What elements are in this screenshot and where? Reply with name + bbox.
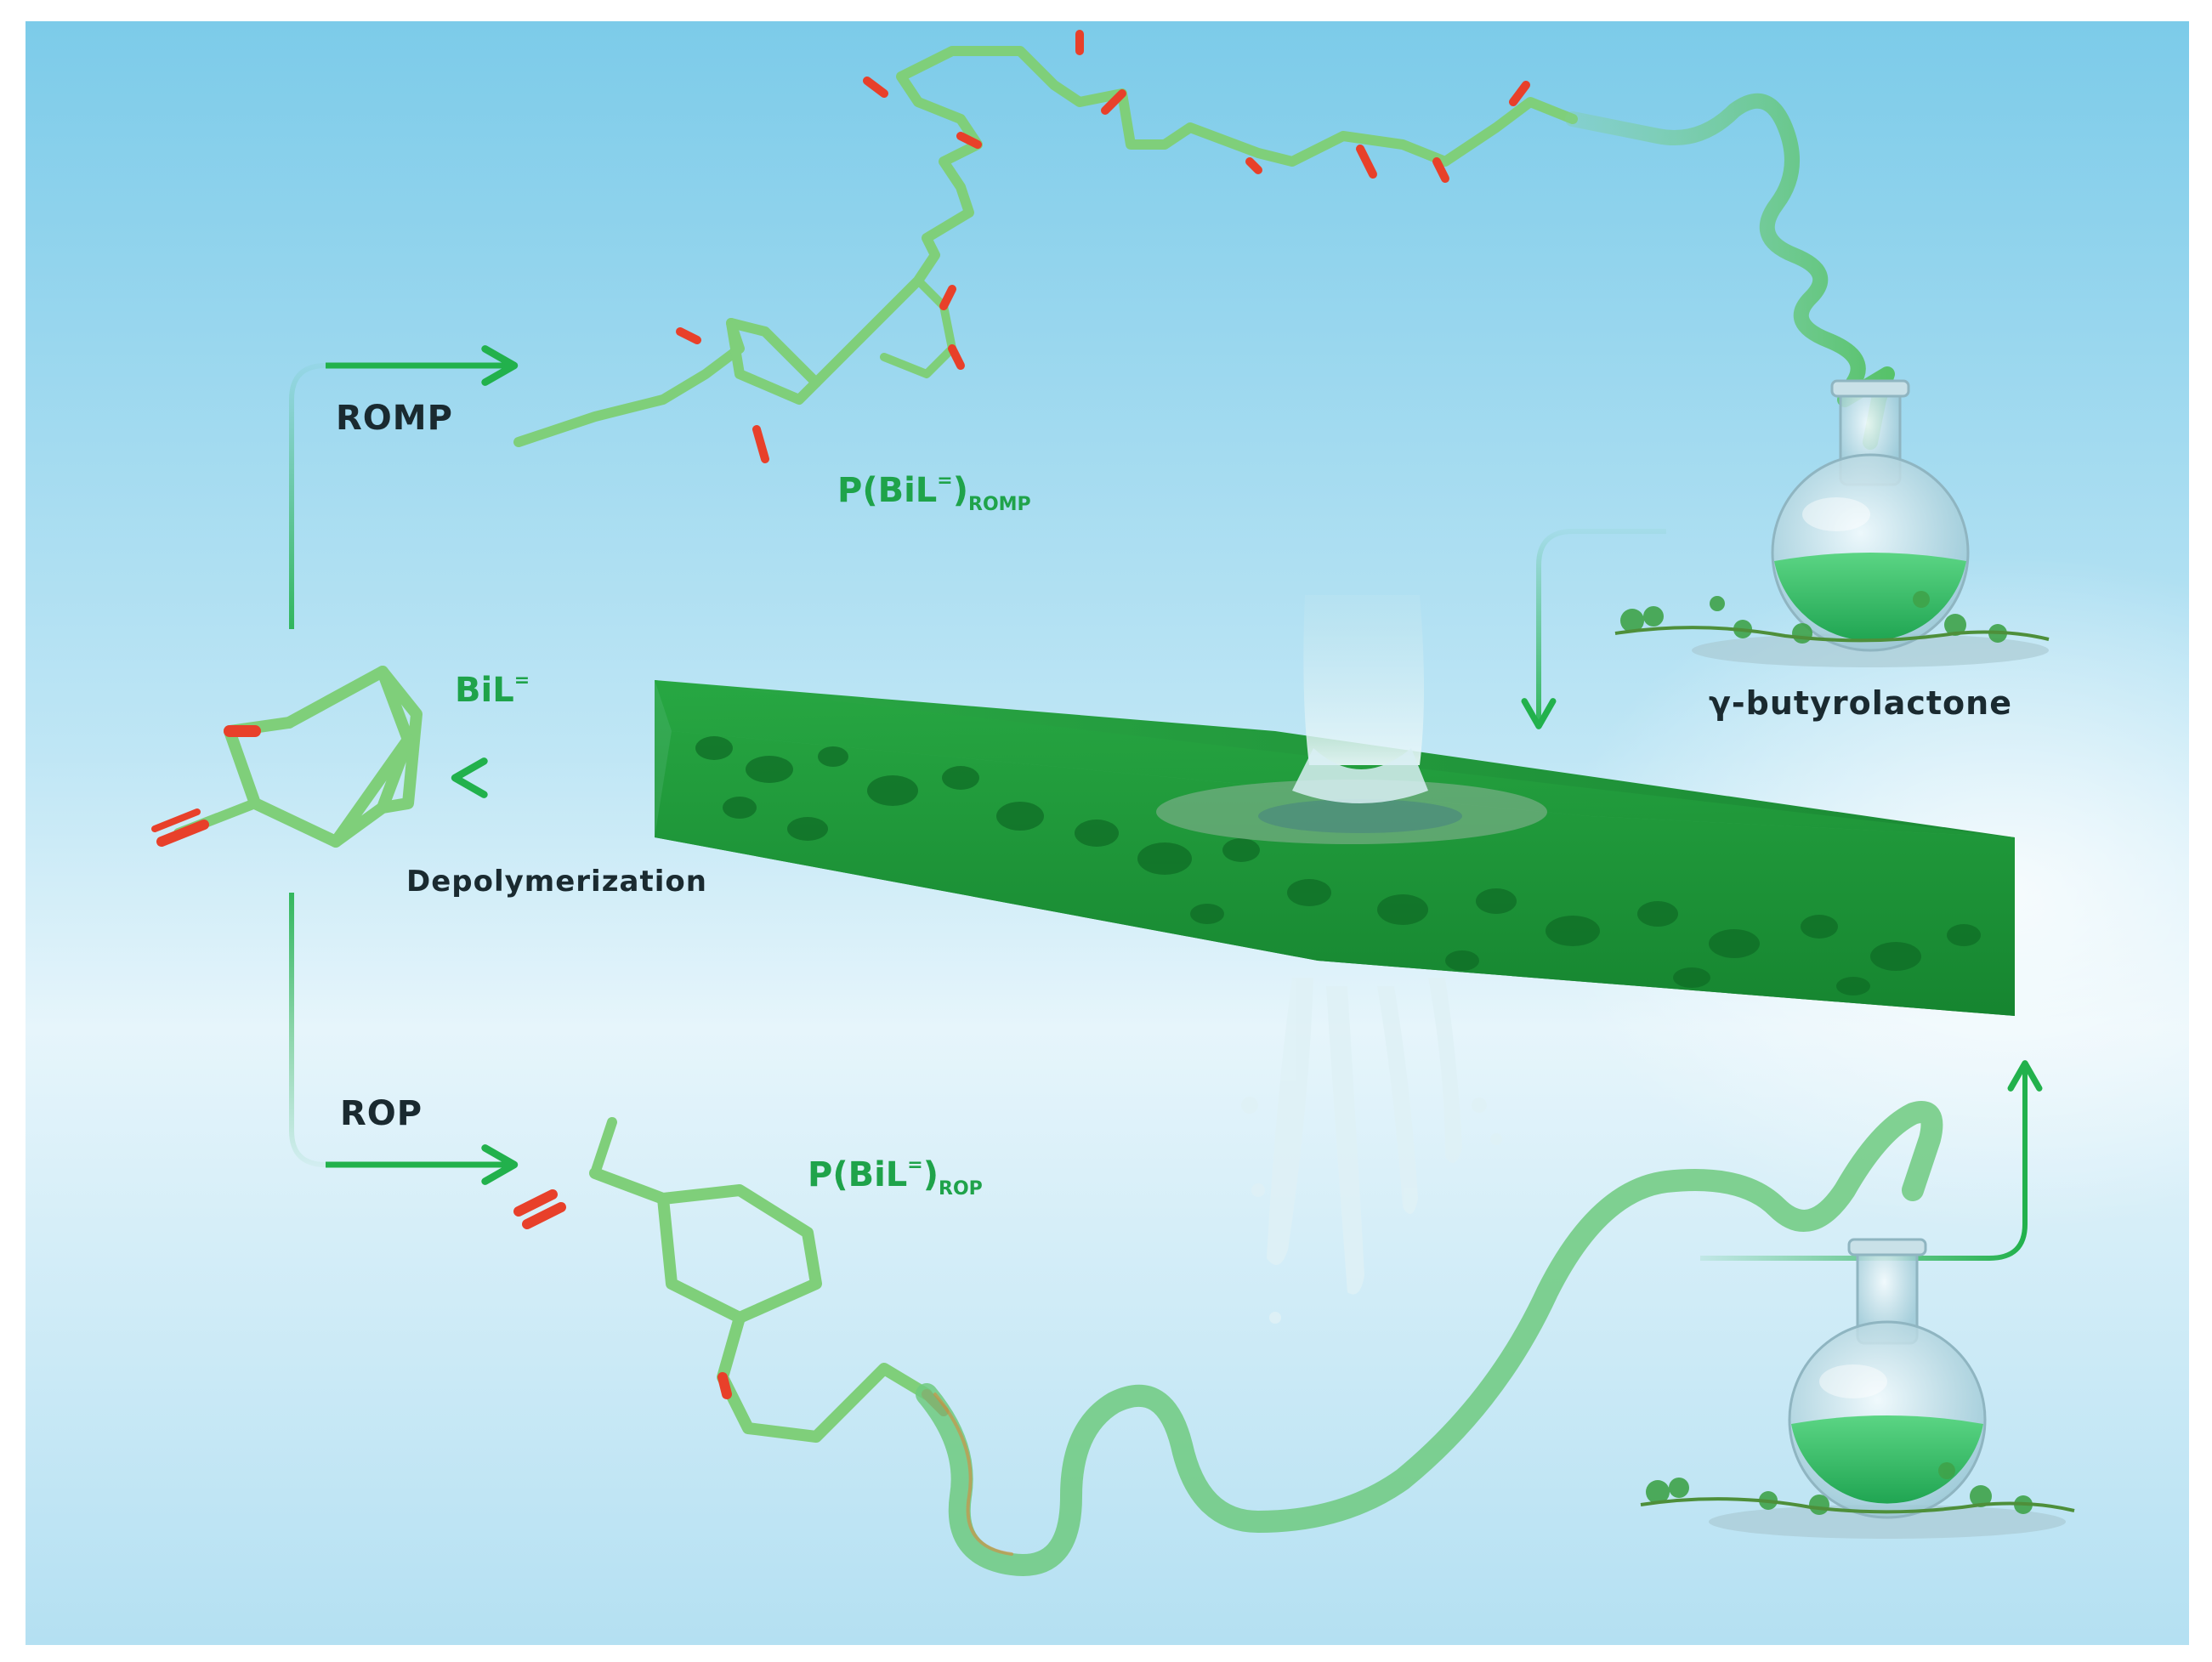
water-jet-icon — [1241, 595, 1502, 1324]
monomer-name: BiL — [455, 671, 514, 710]
product-romp-main: P(BiL — [837, 471, 938, 510]
product-romp-close: ) — [952, 471, 969, 510]
recycle-up-arrow-icon — [1700, 1060, 2043, 1261]
monomer-superscript: = — [513, 670, 530, 691]
monomer-molecule-icon — [151, 666, 423, 848]
rop-arrow-icon — [289, 893, 519, 1185]
gbl-label: γ-butyrolactone — [1709, 684, 2012, 722]
rop-label: ROP — [340, 1094, 423, 1133]
romp-arrow-icon — [289, 345, 519, 629]
romp-label: ROMP — [336, 399, 453, 438]
romp-polymer-chain-icon — [513, 30, 1895, 463]
product-rop-label: P(BiL=)ROP — [808, 1156, 983, 1199]
product-rop-close: ) — [922, 1155, 939, 1194]
top-flask-icon — [1614, 379, 2050, 667]
rop-polymer-chain-icon — [513, 1101, 1943, 1576]
product-rop-subscript: ROP — [939, 1178, 983, 1200]
product-romp-label: P(BiL=)ROMP — [837, 472, 1031, 514]
product-rop-main: P(BiL — [808, 1155, 908, 1194]
gbl-to-membrane-arrow-icon — [1521, 529, 1666, 729]
product-rop-superscript: = — [907, 1154, 923, 1176]
depolymerization-label: Depolymerization — [406, 865, 707, 899]
monomer-label: BiL= — [455, 670, 530, 710]
product-romp-superscript: = — [937, 470, 953, 491]
product-romp-subscript: ROMP — [968, 494, 1031, 515]
bottom-flask-icon — [1640, 1238, 2075, 1539]
